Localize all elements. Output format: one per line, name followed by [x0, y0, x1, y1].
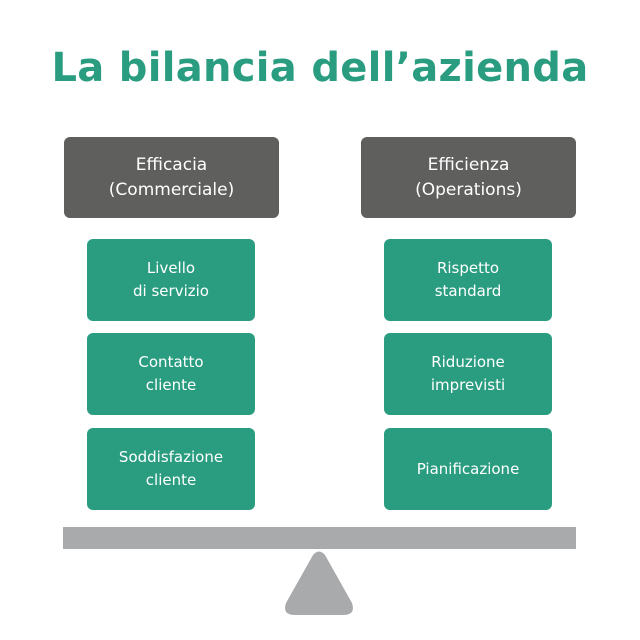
item-livello-di-servizio: Livello di servizio [87, 239, 255, 321]
header-efficacia: Efficacia (Commerciale) [64, 137, 279, 218]
item-line1: Riduzione [431, 353, 505, 371]
item-line1: Rispetto [436, 259, 500, 277]
item-line2: cliente [145, 471, 197, 489]
item-line1: Contatto [138, 353, 204, 371]
item-pianificazione: Pianificazione [384, 428, 552, 510]
item-contatto-cliente: Contatto cliente [87, 333, 255, 415]
header-line1: Efficienza [427, 154, 510, 175]
item-rispetto-standard: Rispetto standard [384, 239, 552, 321]
header-efficienza: Efficienza (Operations) [361, 137, 576, 218]
item-line2: di servizio [133, 282, 209, 300]
item-line2: cliente [145, 376, 197, 394]
item-line1: Pianificazione [416, 459, 520, 478]
item-soddisfazione-cliente: Soddisfazione cliente [87, 428, 255, 510]
header-line1: Efficacia [135, 154, 208, 175]
item-line1: Soddisfazione [118, 448, 224, 466]
item-line2: standard [434, 282, 502, 300]
scale-beam [63, 527, 576, 549]
item-line2: imprevisti [430, 376, 506, 394]
triangle-fulcrum-icon [285, 551, 353, 615]
header-line2: (Operations) [415, 179, 522, 200]
item-line1: Livello [146, 259, 196, 277]
header-line2: (Commerciale) [108, 179, 235, 200]
page-title: La bilancia dell’azienda [51, 45, 589, 91]
item-riduzione-imprevisti: Riduzione imprevisti [384, 333, 552, 415]
